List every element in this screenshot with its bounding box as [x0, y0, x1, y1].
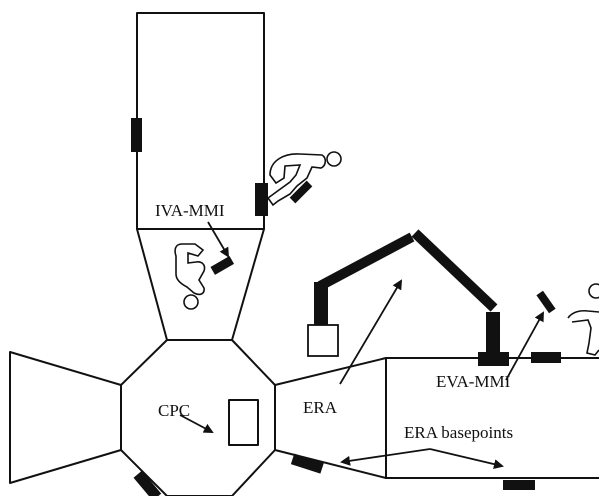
top-module-port [131, 118, 142, 152]
eva-basepoint [531, 352, 561, 363]
era-basepoint-right [503, 480, 535, 490]
right-connector [274, 357, 387, 479]
left-module [9, 351, 122, 484]
cpc-arrow [179, 414, 214, 433]
iva-controller-top [289, 180, 313, 204]
top-connector [136, 228, 265, 341]
astronaut-figure-icon [174, 243, 206, 310]
era-basepoint-left [290, 453, 324, 474]
iva-mmi-label: IVA-MMI [155, 201, 225, 220]
era-label: ERA [303, 398, 338, 417]
eva-controller [536, 290, 556, 314]
eva-arrow [505, 311, 544, 381]
top-module [136, 12, 265, 230]
astronaut-figure-icon [567, 283, 599, 356]
iva-controller-mid [210, 256, 235, 275]
iva-basepoint [255, 183, 268, 216]
iva-arrow [207, 221, 230, 258]
eva-mmi-label: EVA-MMI [436, 372, 511, 391]
cpc-panel [228, 399, 259, 446]
era-basepoints-label: ERA basepoints [404, 423, 513, 442]
era-arrow [339, 279, 403, 385]
era-arm [307, 229, 509, 366]
cpc-label: CPC [158, 401, 190, 420]
octagon-port [133, 470, 162, 496]
astronaut-figure-icon [266, 151, 342, 207]
central-node [120, 339, 276, 496]
era-basepoints-arrows [340, 448, 504, 470]
